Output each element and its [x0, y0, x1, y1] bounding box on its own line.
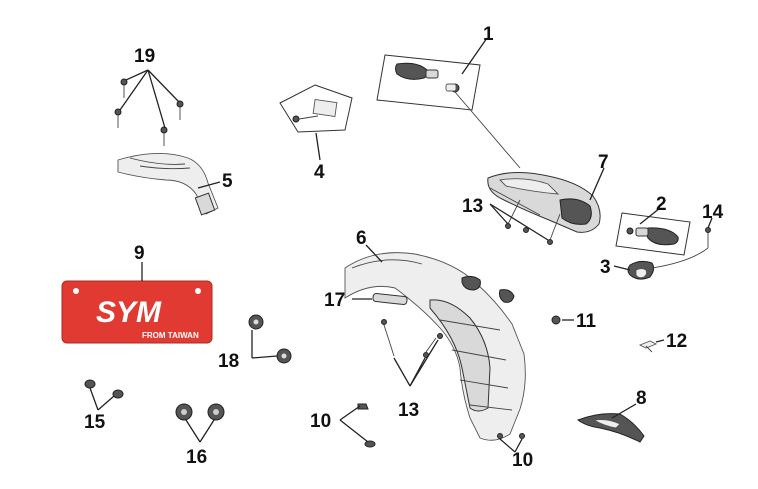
plate-hole-left — [73, 288, 79, 294]
part-4-reflector-group — [279, 84, 353, 161]
part-10-fender-screws-group — [497, 433, 525, 453]
screw-icon — [160, 126, 168, 146]
buffer-icon — [207, 403, 225, 421]
callout-8: 8 — [636, 388, 647, 409]
part-9-license-plate-group: SYM FROM TAIWAN — [61, 262, 213, 344]
callout-4: 4 — [314, 162, 325, 183]
callout-19: 19 — [134, 46, 155, 67]
callout-11: 11 — [576, 311, 597, 332]
callout-16: 16 — [186, 447, 207, 468]
part-14-connector-icon — [705, 217, 713, 248]
callout-12: 12 — [666, 331, 687, 352]
rubber-icon — [112, 389, 124, 399]
plate-hole-right — [195, 288, 201, 294]
part-11-bolt-icon — [551, 315, 574, 325]
callout-17: 17 — [324, 290, 345, 311]
part-1-frame — [376, 54, 481, 111]
part-6-rear-fender-icon — [344, 252, 526, 441]
part-1-turn-signal-icon — [395, 62, 460, 93]
callout-9: 9 — [134, 243, 145, 264]
license-plate-icon — [61, 280, 213, 344]
callout-14: 14 — [702, 202, 724, 223]
callout-13-lower: 13 — [398, 400, 419, 421]
callout-10-right: 10 — [512, 450, 533, 471]
rubber-icon — [84, 379, 96, 389]
part-10-nuts-group — [339, 403, 376, 448]
callout-5: 5 — [222, 171, 233, 192]
nut-icon — [364, 440, 376, 448]
plate-brand-logo: SYM — [96, 296, 162, 329]
callout-1: 1 — [483, 24, 494, 45]
callout-10-left: 10 — [310, 411, 331, 432]
callout-15: 15 — [84, 412, 106, 433]
grommet-icon — [248, 314, 264, 330]
callout-18: 18 — [218, 351, 239, 372]
screw-icon — [497, 433, 503, 439]
screw-icon — [114, 108, 122, 128]
part-6-rear-fender-group — [344, 244, 526, 441]
plate-origin-text: FROM TAIWAN — [142, 331, 199, 340]
part-5-bracket-group — [117, 153, 221, 216]
callout-13-upper: 13 — [462, 196, 483, 217]
part-13-lower-screws-group — [381, 319, 443, 387]
part-7-housing-group — [487, 167, 605, 233]
part-8-plate-light-icon — [576, 413, 645, 443]
part-1-turn-signal-group — [376, 37, 521, 169]
screw-icon — [437, 333, 443, 339]
part-17-strip-icon — [372, 293, 408, 305]
callout-3: 3 — [600, 257, 611, 278]
part-17-strip-group — [352, 293, 408, 305]
part-3-bulb-socket-icon — [613, 247, 709, 280]
screw-icon — [176, 100, 184, 120]
callout-2: 2 — [656, 194, 667, 215]
callout-7: 7 — [598, 152, 609, 173]
part-19-screws-group — [114, 69, 184, 146]
screw-icon — [547, 239, 553, 245]
part-18-grommets-group — [248, 314, 292, 364]
screw-icon — [519, 433, 525, 439]
part-15-rubbers-group — [84, 379, 124, 411]
grommet-icon — [276, 348, 292, 364]
part-2-turn-signal-icon — [626, 227, 679, 246]
screw-icon — [120, 78, 128, 98]
screw-icon — [523, 227, 529, 233]
screw-icon — [505, 223, 511, 229]
buffer-icon — [175, 403, 193, 421]
screw-icon — [381, 319, 395, 357]
part-13-upper-screws-group — [489, 199, 561, 245]
part-4-reflector-icon — [292, 99, 338, 123]
part-2-turn-signal-group — [615, 207, 691, 256]
part-12-clip-icon — [638, 339, 665, 353]
part-8-plate-light-group — [576, 403, 645, 443]
part-16-buffers-group — [175, 403, 225, 443]
callout-6: 6 — [356, 228, 367, 249]
